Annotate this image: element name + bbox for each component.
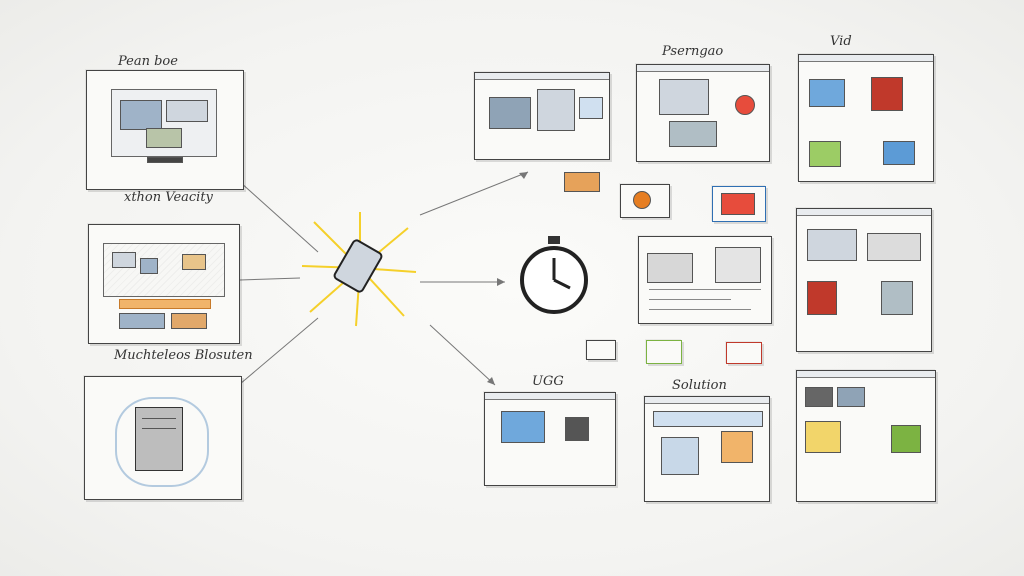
label-bottom-center-left: UGG (532, 374, 564, 389)
label-top-left: Pean boe (118, 54, 178, 69)
label-top-right: Vid (830, 34, 852, 49)
mini-tablet-1 (712, 186, 766, 222)
panel-bottom-center-sketch (644, 396, 770, 502)
webpage-mockup (103, 243, 225, 297)
monitor-icon (111, 89, 217, 157)
mini-monitor-2 (586, 340, 616, 360)
stopwatch-icon (512, 234, 596, 318)
label-top-center: Pserngao (662, 44, 724, 59)
panel-right-mid-sketch (796, 208, 932, 352)
panel-top-right-sketch (798, 54, 934, 182)
blue-scribble (115, 397, 209, 487)
label-bottom-center: Solution (672, 378, 727, 393)
spark-burst-icon (300, 208, 420, 328)
orange-banner (119, 299, 211, 309)
panel-top-center-sketch (636, 64, 770, 162)
label-lower-left: Muchteleos Blosuten (114, 348, 253, 363)
mini-monitor-3 (726, 342, 762, 364)
mini-photo-1 (564, 172, 600, 192)
panel-bottom-center-left-sketch (484, 392, 616, 486)
panel-desktop-sketch (86, 70, 244, 190)
panel-webpage-sketch (88, 224, 240, 344)
panel-bottom-right-sketch (796, 370, 936, 502)
mini-tablet-2 (646, 340, 682, 364)
panel-server-sketch (84, 376, 242, 500)
monitor-stand (147, 157, 183, 163)
panel-browser-sketch (474, 72, 610, 160)
mini-monitor-1 (620, 184, 670, 218)
panel-center-right-sketch (638, 236, 772, 324)
label-mid-left: xthon Veacity (124, 190, 213, 205)
